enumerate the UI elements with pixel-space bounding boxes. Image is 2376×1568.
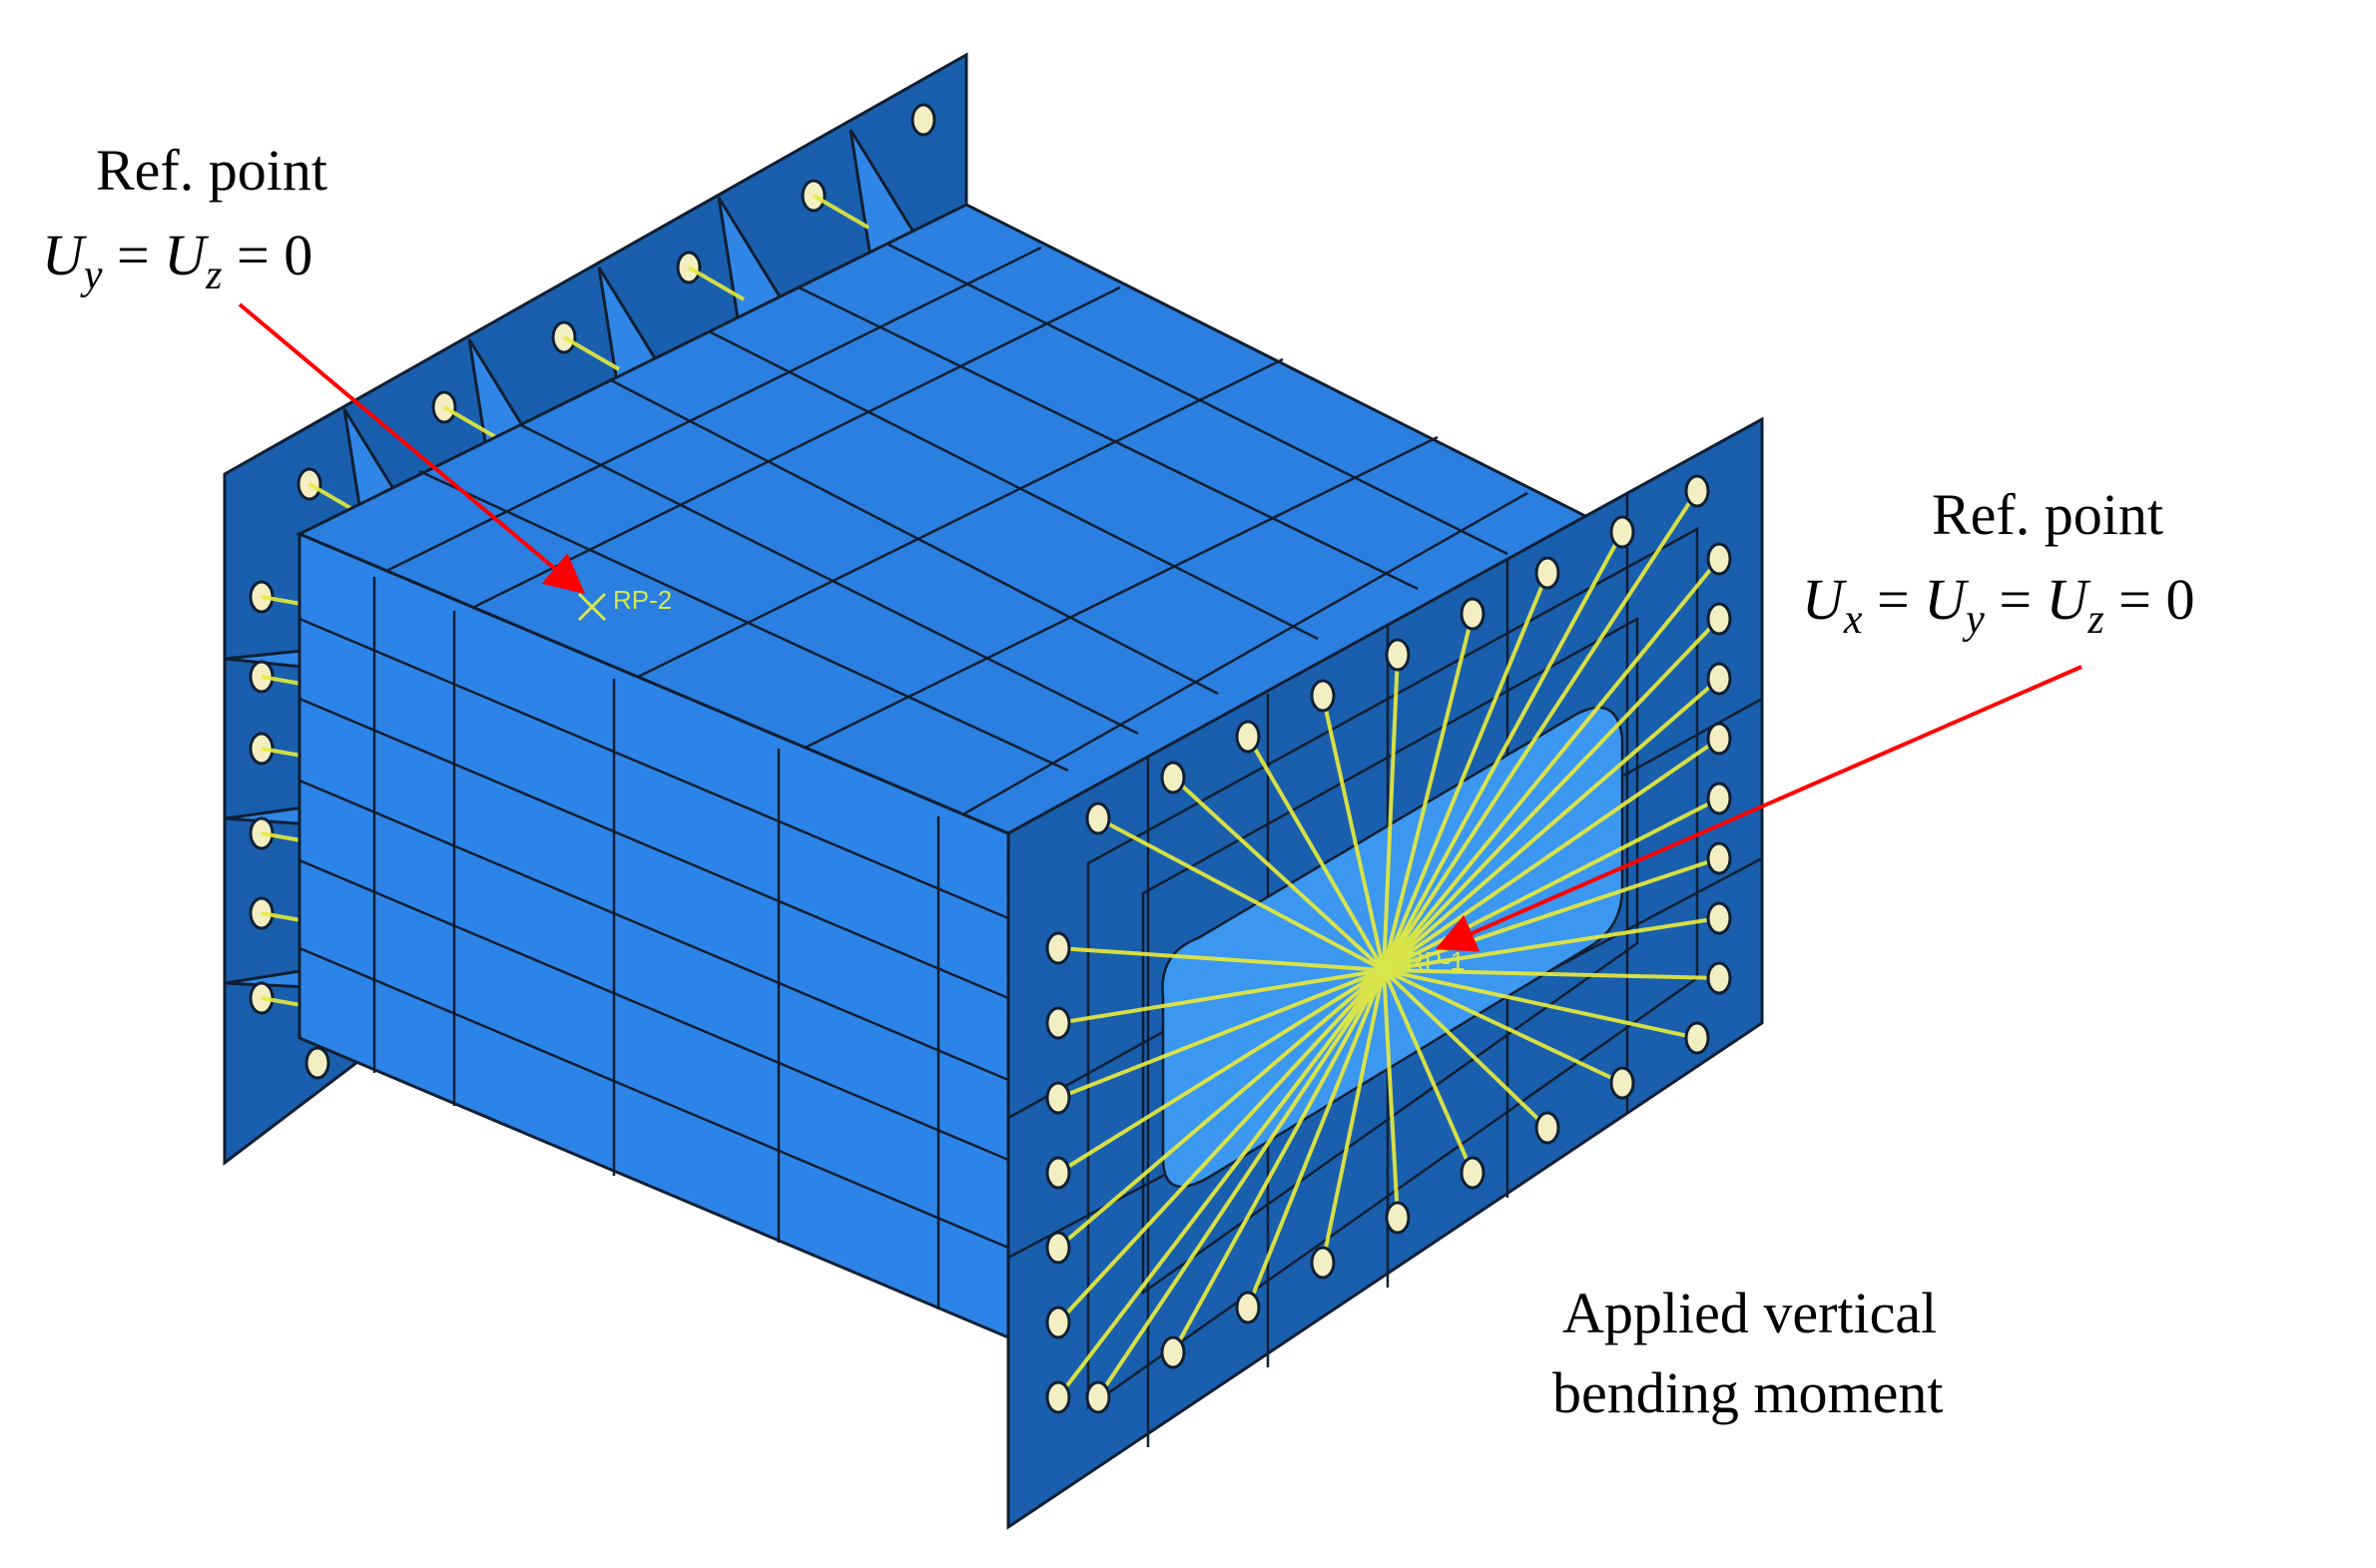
coupling-spokes (1056, 489, 1721, 1399)
bolt (1706, 841, 1732, 875)
bolt (1235, 720, 1261, 754)
coupling-spoke (1321, 695, 1386, 971)
load-label-line1: Applied vertical (1562, 1281, 1937, 1345)
coupling-spoke (1056, 968, 1386, 1399)
rp2-pointer-arrow (238, 302, 586, 595)
bolt (1235, 1291, 1261, 1324)
bolt (1706, 662, 1732, 696)
bolt (1045, 1006, 1071, 1040)
bolt (1085, 801, 1111, 835)
coupling-spoke (1171, 776, 1386, 972)
bolt (1045, 931, 1071, 965)
coupling-spoke (1057, 968, 1385, 1025)
right-ref-point-title: Ref. point (1932, 482, 2163, 547)
coupling-spoke (1382, 654, 1400, 971)
coupling-spoke (1382, 489, 1699, 972)
bolt (1045, 1306, 1071, 1339)
bolt (1045, 1081, 1071, 1115)
bolt (1045, 1156, 1071, 1190)
bolt (1706, 602, 1732, 636)
bolt (1684, 1021, 1710, 1055)
coupling-spoke (1382, 969, 1400, 1219)
coupling-spoke (1382, 968, 1549, 1130)
reference-point-rp2: RP-2 (577, 585, 672, 622)
bolt (1706, 961, 1732, 995)
left-constraint-equation: Uy = Uz = 0 (42, 223, 312, 298)
coupling-spoke (1321, 969, 1386, 1264)
side-face-grid (298, 577, 1009, 1309)
bolt (1684, 474, 1710, 508)
bolt (1706, 901, 1732, 935)
bolt (1706, 542, 1732, 576)
bolt (1609, 515, 1635, 549)
bolt (1045, 1231, 1071, 1265)
bolt (1310, 679, 1336, 713)
rp1-label: RP-1 (1406, 946, 1465, 976)
coupling-spoke (1056, 968, 1386, 1250)
coupling-spoke (1382, 617, 1721, 972)
bolt (1534, 1111, 1560, 1145)
bolt (1460, 597, 1485, 631)
left-ref-point-title: Ref. point (96, 138, 327, 203)
coupling-spoke (1382, 557, 1721, 972)
load-label-line2: bending moment (1552, 1360, 1943, 1425)
coupling-spoke (1382, 613, 1475, 971)
bolt (1045, 1380, 1071, 1414)
coupling-spoke (1096, 968, 1386, 1399)
coupling-spoke (1057, 968, 1385, 1100)
coupling-spoke (1246, 735, 1386, 972)
bolt (1534, 556, 1560, 590)
coupling-spoke (1383, 968, 1623, 1085)
bolt (1085, 1380, 1111, 1414)
right-constraint-equation: Ux = Uy = Uz = 0 (1802, 567, 2195, 643)
bolt (1385, 638, 1411, 672)
coupling-spoke (1383, 968, 1720, 980)
bolt (1385, 1201, 1411, 1235)
coupling-spoke (1382, 531, 1624, 971)
bolt (1160, 1335, 1186, 1369)
bolt (1609, 1066, 1635, 1100)
front-plate-bolts (1045, 474, 1732, 1414)
coupling-spoke (1056, 968, 1386, 1324)
bolt (1460, 1156, 1485, 1190)
bolt (1310, 1246, 1336, 1280)
coupling-spoke (1383, 968, 1698, 1040)
bolt (1706, 782, 1732, 815)
top-face-grid (373, 243, 1528, 830)
rp1-pointer-arrow (1435, 665, 2082, 952)
coupling-spoke (1097, 816, 1385, 972)
coupling-spoke (1383, 916, 1720, 972)
coupling-spoke (1382, 969, 1475, 1174)
coupling-spoke (1382, 572, 1549, 971)
back-plate-bolts (249, 103, 936, 1080)
bolt (1160, 761, 1186, 794)
rp2-label: RP-2 (613, 585, 672, 615)
coupling-spoke (1056, 968, 1386, 1175)
coupling-spoke (1171, 969, 1386, 1353)
coupling-spoke (1246, 969, 1386, 1308)
bolt (1706, 722, 1732, 756)
coupling-spoke (1057, 946, 1385, 972)
